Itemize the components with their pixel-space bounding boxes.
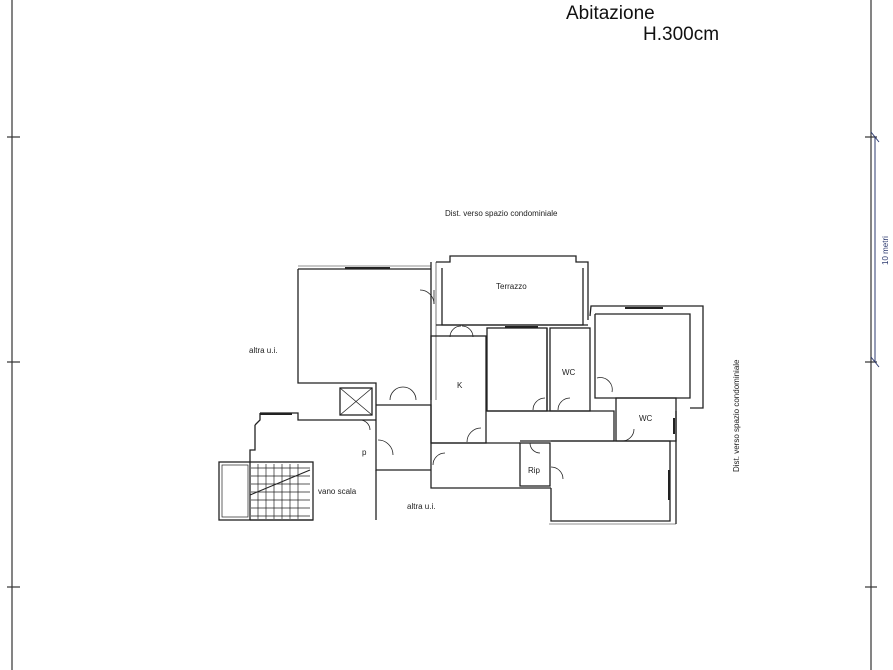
door-swings <box>359 289 635 480</box>
scale-marker <box>870 131 880 368</box>
label-scale: 10 metri <box>881 236 890 265</box>
title-abitazione: Abitazione <box>566 3 655 24</box>
label-wc-1: WC <box>562 368 576 377</box>
label-altra-ui-left: altra u.i. <box>249 346 278 355</box>
stair-treads <box>249 464 311 519</box>
sheet-frame <box>7 0 877 670</box>
label-dist-right: Dist. verso spazio condominiale <box>732 359 741 473</box>
walls <box>218 255 704 525</box>
label-terrazzo: Terrazzo <box>496 282 527 291</box>
label-altra-ui-bottom: altra u.i. <box>407 502 436 511</box>
label-p: p <box>362 448 367 457</box>
label-rip: Rip <box>528 466 541 475</box>
windows <box>260 267 675 500</box>
label-vano-scala: vano scala <box>318 487 357 496</box>
label-wc-2: WC <box>639 414 653 423</box>
title-height: H.300cm <box>643 24 720 45</box>
label-dist-top: Dist. verso spazio condominiale <box>445 209 558 218</box>
label-k: K <box>457 381 463 390</box>
